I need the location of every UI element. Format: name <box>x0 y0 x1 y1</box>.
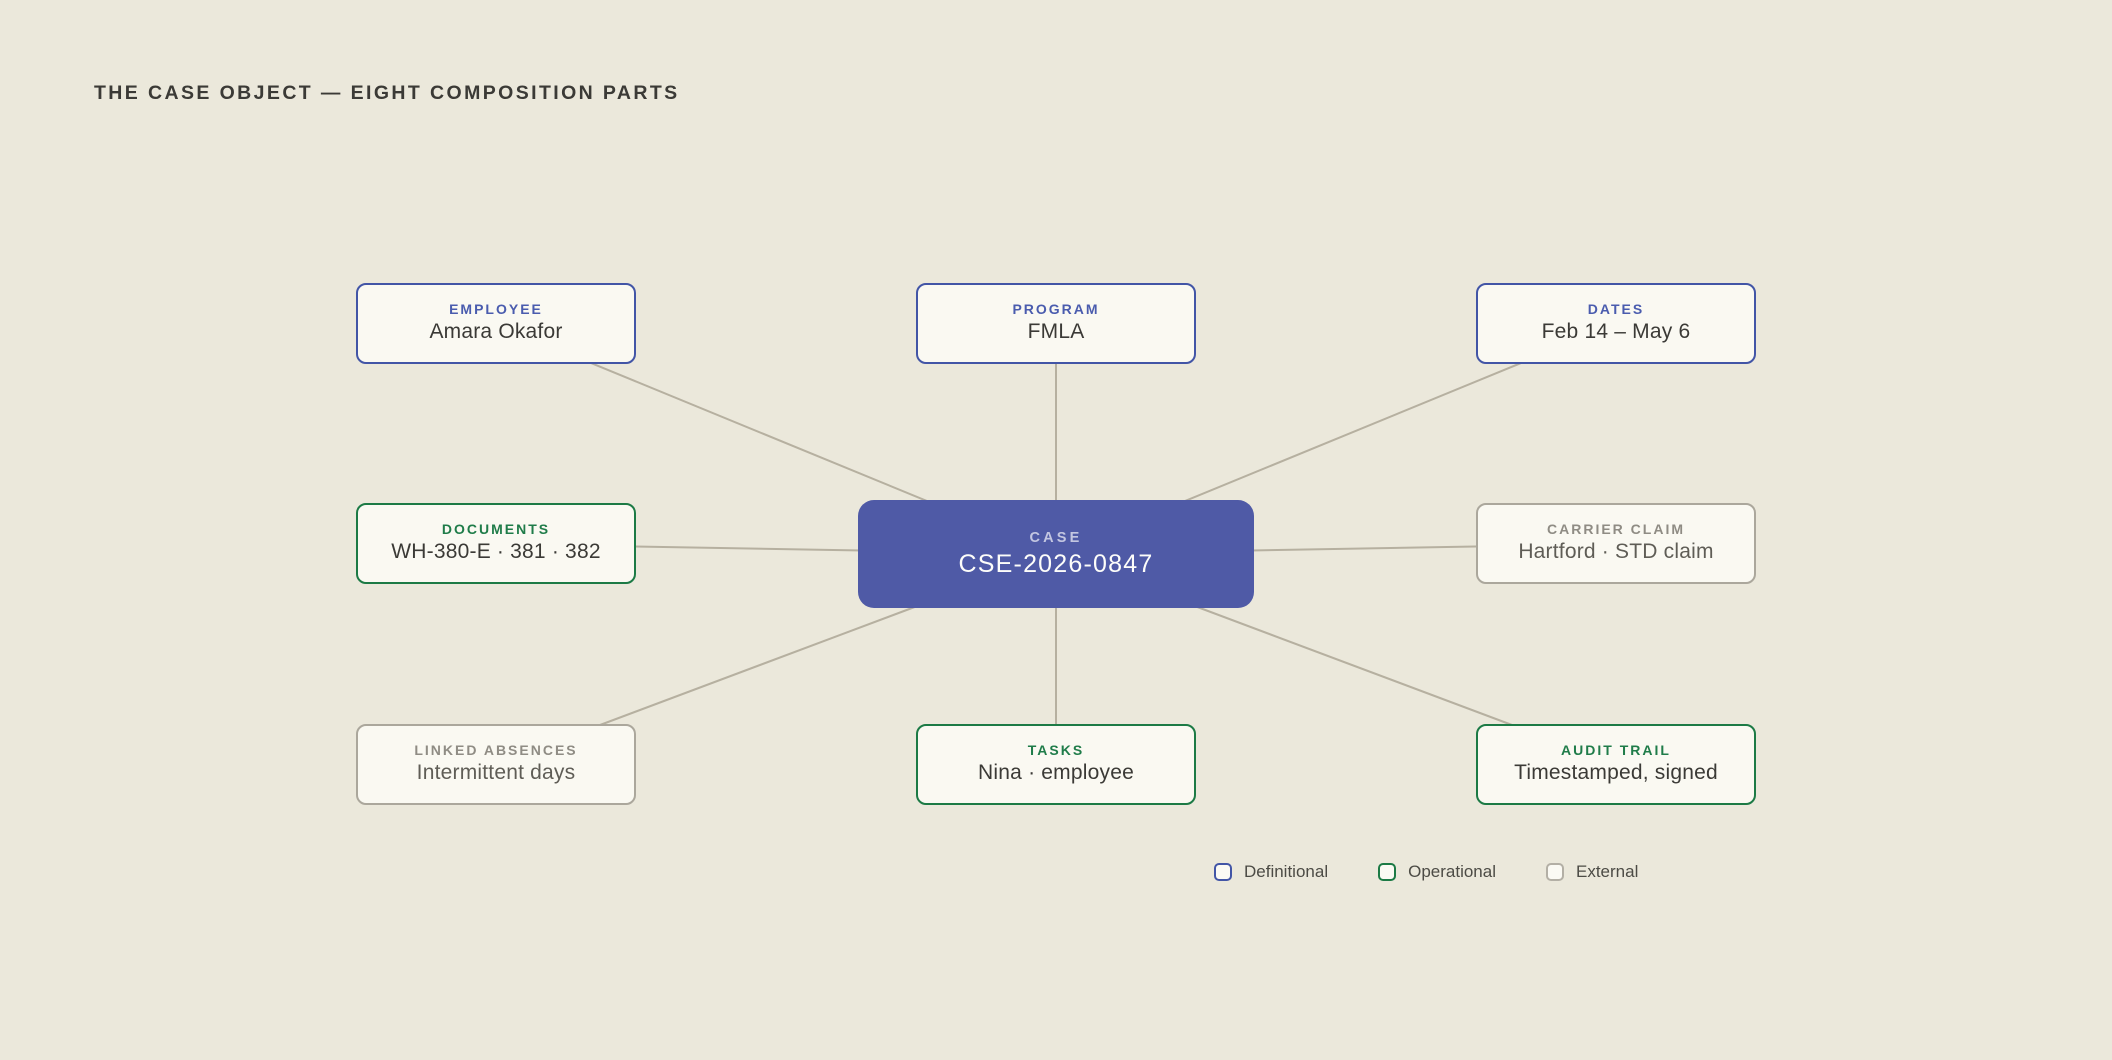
node-employee: EMPLOYEE Amara Okafor <box>356 283 636 364</box>
node-carrier-claim-value: Hartford · STD claim <box>1518 540 1714 564</box>
node-audit-trail: AUDIT TRAIL Timestamped, signed <box>1476 724 1756 805</box>
node-documents-label: DOCUMENTS <box>441 521 551 538</box>
node-employee-value: Amara Okafor <box>429 320 563 344</box>
node-program-label: PROGRAM <box>1012 301 1100 318</box>
node-case-center: CASE CSE-2026-0847 <box>858 500 1254 608</box>
legend-label-definitional: Definitional <box>1244 862 1329 881</box>
node-linked-absences-value: Intermittent days <box>416 761 576 785</box>
node-tasks-label: TASKS <box>1027 742 1085 759</box>
node-program: PROGRAM FMLA <box>916 283 1196 364</box>
node-audit-trail-label: AUDIT TRAIL <box>1561 742 1671 759</box>
node-dates-value: Feb 14 – May 6 <box>1541 320 1691 344</box>
node-dates-label: DATES <box>1587 301 1645 318</box>
legend-label-external: External <box>1576 862 1639 881</box>
node-tasks: TASKS Nina · employee <box>916 724 1196 805</box>
definitional-swatch-icon <box>1214 863 1232 881</box>
node-dates: DATES Feb 14 – May 6 <box>1476 283 1756 364</box>
legend-item-definitional: Definitional <box>1214 862 1328 882</box>
node-carrier-claim-label: CARRIER CLAIM <box>1547 521 1685 538</box>
legend-label-operational: Operational <box>1408 862 1496 881</box>
node-carrier-claim: CARRIER CLAIM Hartford · STD claim <box>1476 503 1756 584</box>
node-employee-label: EMPLOYEE <box>449 301 543 318</box>
external-swatch-icon <box>1546 863 1564 881</box>
case-id-value: CSE-2026-0847 <box>958 550 1154 579</box>
node-audit-trail-value: Timestamped, signed <box>1514 761 1718 785</box>
page-title: THE CASE OBJECT — EIGHT COMPOSITION PART… <box>94 82 680 104</box>
legend-item-external: External <box>1546 862 1638 882</box>
case-label: CASE <box>1029 529 1083 546</box>
node-program-value: FMLA <box>1027 320 1085 344</box>
node-documents: DOCUMENTS WH-380-E · 381 · 382 <box>356 503 636 584</box>
legend: Definitional Operational External <box>1214 862 1638 882</box>
node-documents-value: WH-380-E · 381 · 382 <box>391 540 601 564</box>
node-tasks-value: Nina · employee <box>978 761 1134 785</box>
legend-item-operational: Operational <box>1378 862 1496 882</box>
node-linked-absences: LINKED ABSENCES Intermittent days <box>356 724 636 805</box>
operational-swatch-icon <box>1378 863 1397 881</box>
node-linked-absences-label: LINKED ABSENCES <box>414 742 578 759</box>
